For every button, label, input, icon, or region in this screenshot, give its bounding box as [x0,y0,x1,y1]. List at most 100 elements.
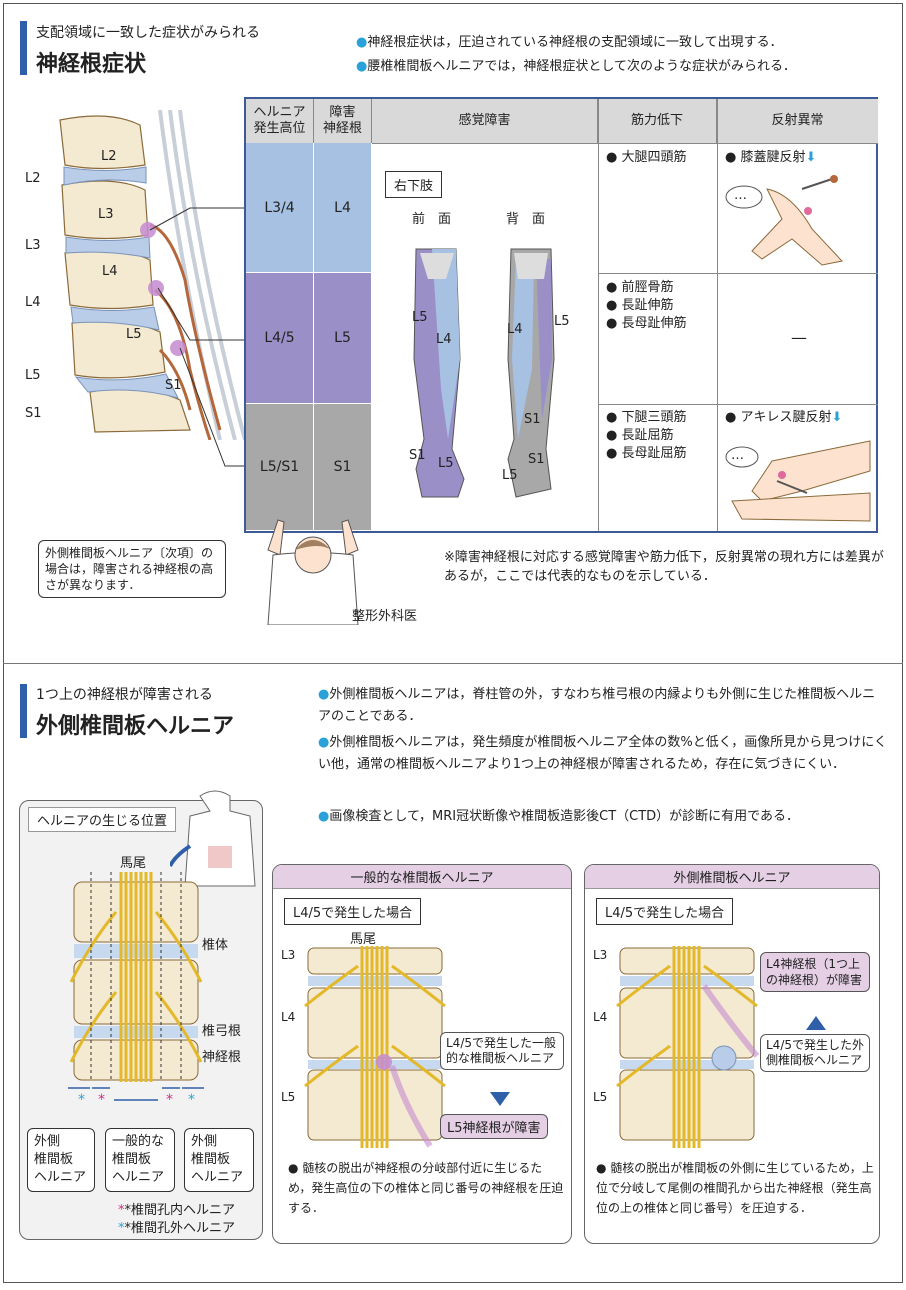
front-dermatome-mark: S1 [409,448,426,463]
spine-side-label: L4 [25,295,41,310]
right-leg-label: 右下肢 [385,171,443,198]
panel-header: ヘルニアの生じる位置 [28,807,177,832]
general-hernia-box: 一般的な 椎間板 ヘルニア [105,1128,175,1192]
muscle-item: ● 大腿四頭筋 [606,150,687,165]
leader-lines [149,207,244,467]
spine-side-label: L3 [25,238,41,253]
vertebral-body-label: 椎体 [202,938,229,953]
level-label: L3 [281,948,296,962]
spine-side-label: S1 [25,406,42,421]
level-cell: L5/S1 [246,404,314,531]
back-figure-icon [170,790,256,887]
legend-intraforaminal: **椎間孔内ヘルニア [118,1203,236,1218]
muscle-item: ● 長趾屈筋 [606,428,674,443]
level-label: L5 [281,1090,296,1104]
section2-bullet: ●外側椎間板ヘルニアは，発生頻度が椎間板ヘルニア全体の数%と低く，画像所見から見… [318,735,888,772]
muscle-item: ● 長母趾屈筋 [606,446,687,461]
doctor-illustration [267,519,359,625]
section1-bullet: ●神経根症状は，圧迫されている神経根の支配領域に一致して出現する． [356,35,783,50]
lateral-hernia-note: ● 髄核の脱出が椎間板の外側に生じているため，上位で分岐して尾側の椎間孔から出た… [596,1161,874,1215]
muscle-item: ● 前脛骨筋 [606,280,674,295]
back-dermatome-mark: L5 [554,314,570,329]
spine-label: L2 [101,149,117,164]
lumbar-spine-illustration [59,110,247,440]
svg-text:*: * [98,1092,105,1108]
front-view-label: 前 面 [412,212,452,227]
section2-subtitle: 1つ上の神経根が障害される [36,687,213,703]
svg-text:*: * [166,1092,173,1108]
table-header: ヘルニア 発生高位 [246,99,314,143]
svg-text:*: * [188,1092,195,1108]
muscle-item: ● 下腿三頭筋 [606,410,687,425]
section2-title: 外側椎間板ヘルニア [36,714,235,739]
range-arrows: * * * * [68,1087,204,1108]
nerve-root-label: 神経根 [202,1050,242,1065]
spine-side-label: L2 [25,171,41,186]
dermatome-legs [413,248,555,498]
case-label: L4/5で発生した場合 [284,898,422,925]
back-dermatome-mark: L5 [502,468,518,483]
section2-bullet: ●外側椎間板ヘルニアは，脊柱管の外，すなわち椎弓根の内縁よりも外側に生じた椎間板… [318,687,876,724]
hernia-callout: L4/5で発生した外側椎間板ヘルニア [760,1034,870,1072]
lateral-hernia-spine [616,946,760,1148]
down-arrow-icon [490,1092,510,1106]
table-header: 筋力低下 [598,99,717,143]
level-label: L4 [593,1010,608,1024]
section1-title: 神経根症状 [36,52,147,77]
achilles-reflex-illustration [725,440,871,522]
speech-bubble: … [734,188,747,203]
section-bar [20,21,27,75]
level-label: L4 [281,1010,296,1024]
table-header: 感覚障害 [372,99,598,143]
lateral-hernia-note: 外側椎間板ヘルニア〔次項〕の場合は，障害される神経根の高さが異なります． [38,540,226,598]
section1-subtitle: 支配領域に一致した症状がみられる [36,25,260,41]
spine-label: L4 [102,264,118,279]
speech-bubble: … [731,448,744,463]
l4-root-damaged: L4神経根（1つ上の神経根）が障害 [760,952,870,992]
spine-label: S1 [165,378,182,393]
level-cell: L3/4 [246,143,314,273]
muscle-item: ● 長母趾伸筋 [606,316,687,331]
doctor-label: 整形外科医 [352,609,418,624]
legend-extraforaminal: **椎間孔外ヘルニア [118,1221,236,1236]
front-dermatome-mark: L4 [436,332,452,347]
section-bar [20,684,27,738]
front-dermatome-mark: L5 [438,456,454,471]
knee-reflex-illustration [725,175,843,266]
table-header: 反射異常 [717,99,878,143]
page-frame [3,3,903,1283]
back-dermatome-mark: S1 [524,412,541,427]
root-cell: L5 [314,273,372,404]
table-header: 障害 神経根 [314,99,372,143]
reflex-none: — [791,328,807,347]
lateral-hernia-box: 外側 椎間板 ヘルニア [27,1128,95,1192]
section-divider [3,663,903,664]
svg-text:*: * [78,1092,85,1108]
cauda-label: 馬尾 [120,856,147,871]
spine-frontal-illustration [69,872,203,1082]
panel-header: 外側椎間板ヘルニア [585,865,879,889]
back-dermatome-mark: S1 [528,452,545,467]
level-label: L5 [593,1090,608,1104]
up-arrow-icon [806,1016,826,1030]
back-dermatome-mark: L4 [507,322,523,337]
section2-bullet: ●画像検査として，MRI冠状断像や椎間板造影後CT（CTD）が診断に有用である． [318,809,800,824]
section1-bullet: ●腰椎椎間板ヘルニアでは，神経根症状として次のような症状がみられる． [356,59,796,74]
spine-label: L3 [98,207,114,222]
cauda-label: 馬尾 [350,932,377,947]
l5-root-damaged: L5神経根が障害 [440,1114,548,1139]
general-hernia-spine [304,946,446,1148]
panel-header: 一般的な椎間板ヘルニア [273,865,571,889]
case-label: L4/5で発生した場合 [596,898,734,925]
hernia-callout: L4/5で発生した一般的な椎間板ヘルニア [440,1032,564,1070]
back-view-label: 背 面 [506,212,546,227]
table-footnote: ※障害神経根に対応する感覚障害や筋力低下，反射異常の現れ方には差異があるが，ここ… [444,550,884,584]
pedicle-label: 椎弓根 [202,1024,242,1039]
root-cell: L4 [314,143,372,273]
spine-label: L5 [126,327,142,342]
symptom-table: ヘルニア 発生高位 障害 神経根 感覚障害 筋力低下 反射異常 L3/4 L4 … [244,97,878,533]
muscle-item: ● 長趾伸筋 [606,298,674,313]
lateral-hernia-box: 外側 椎間板 ヘルニア [184,1128,254,1192]
front-dermatome-mark: L5 [412,310,428,325]
spine-side-label: L5 [25,368,41,383]
